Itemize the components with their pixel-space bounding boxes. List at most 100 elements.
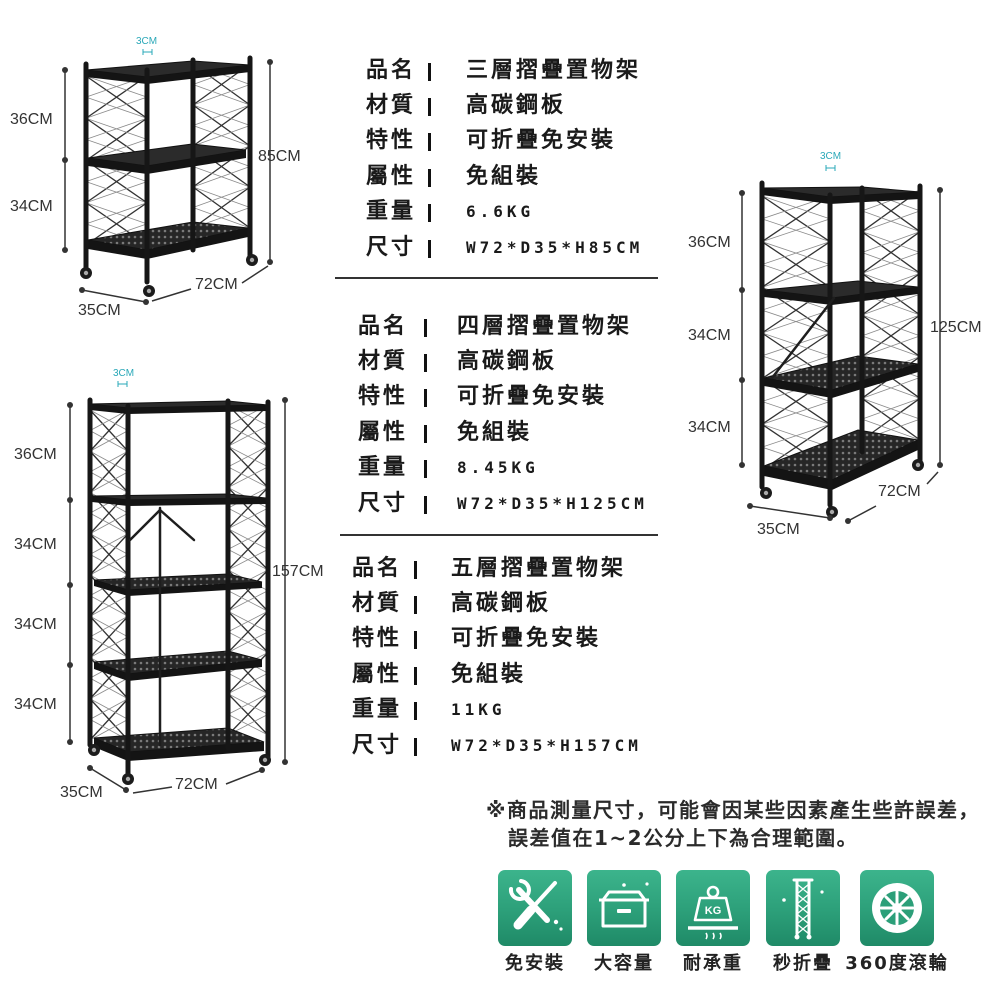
shelf-5-tier-illustration bbox=[87, 397, 271, 785]
shelf-plate-edge bbox=[88, 228, 248, 259]
spec-value: W72*D35*H125CM bbox=[457, 493, 648, 513]
dimension-dot bbox=[937, 462, 943, 468]
weight-icon-text: KG bbox=[705, 905, 722, 917]
spec-table-four-tier: 品名 四層摺疊置物架 材質 高碳鋼板 特性 可折疊免安裝 屬性 免組裝 重量 8… bbox=[358, 309, 678, 521]
spec-label: 材質 bbox=[366, 93, 417, 119]
shelf-plate-edge bbox=[764, 287, 918, 305]
mesh-wire bbox=[861, 252, 921, 274]
mesh-wire bbox=[192, 186, 251, 208]
shelf-plate-edge bbox=[92, 496, 266, 506]
mesh-wire bbox=[85, 181, 148, 204]
spec-label: 品名 bbox=[358, 313, 409, 339]
spec-value: 五層摺疊置物架 bbox=[451, 555, 627, 581]
separator-bar bbox=[424, 389, 427, 408]
spec-row-material: 材質 高碳鋼板 bbox=[352, 586, 672, 621]
mesh-wire bbox=[227, 610, 269, 633]
shelf-plate-edge bbox=[86, 65, 250, 84]
spec-label: 材質 bbox=[358, 349, 409, 375]
pressure-marks bbox=[705, 932, 722, 940]
mesh-wire bbox=[85, 96, 148, 119]
spec-value: 可折疊免安裝 bbox=[457, 384, 608, 410]
weight-body bbox=[693, 896, 733, 922]
side-mesh-panel bbox=[861, 189, 921, 441]
mesh-wire bbox=[85, 202, 148, 246]
caster-hub bbox=[915, 462, 921, 468]
mesh-wire bbox=[761, 241, 831, 265]
spec-value: 四層摺疊置物架 bbox=[457, 313, 633, 339]
spec-row-product-name: 品名 四層摺疊置物架 bbox=[358, 309, 678, 344]
three-tier-height-1: 36CM bbox=[10, 111, 53, 128]
sparkle-dot bbox=[622, 883, 626, 887]
spec-value: 高碳鋼板 bbox=[451, 591, 552, 617]
feature-tile bbox=[587, 870, 661, 946]
sparkle-dot bbox=[782, 898, 786, 902]
feature-load-bearing: KG 耐承重 bbox=[676, 870, 750, 980]
caster-hub bbox=[829, 509, 835, 515]
mesh-wire bbox=[89, 615, 129, 658]
dimension-dot bbox=[267, 59, 273, 65]
shelf-plate-edge bbox=[94, 660, 262, 681]
dimension-dot bbox=[67, 739, 73, 745]
feature-tile bbox=[498, 870, 572, 946]
mesh-wire bbox=[227, 425, 269, 447]
separator-bar bbox=[414, 596, 417, 615]
separator-bar bbox=[424, 460, 427, 479]
caster-hub bbox=[125, 776, 131, 782]
spec-value: 免組裝 bbox=[466, 163, 542, 189]
dimension-line bbox=[749, 505, 831, 519]
mesh-wire bbox=[861, 231, 921, 274]
mesh-wire bbox=[89, 554, 129, 576]
separator-bar bbox=[424, 318, 427, 337]
mesh-wire bbox=[89, 595, 129, 617]
shelf-plate-edge bbox=[764, 440, 918, 490]
dimension-dot bbox=[739, 287, 745, 293]
five-tier-depth: 35CM bbox=[60, 784, 103, 801]
mesh-wire bbox=[192, 166, 251, 188]
spec-label: 重量 bbox=[358, 455, 409, 481]
storage-box-shapes bbox=[599, 890, 649, 928]
mesh-wire bbox=[761, 332, 831, 380]
mesh-wire bbox=[761, 401, 831, 425]
dimension-dot bbox=[143, 299, 149, 305]
mesh-wire bbox=[227, 693, 269, 715]
screwdriver-handle bbox=[513, 905, 536, 930]
spec-value: 免組裝 bbox=[451, 661, 527, 687]
spec-label: 重量 bbox=[352, 697, 403, 723]
screwdriver-shaft bbox=[532, 881, 557, 908]
separator-bar bbox=[424, 424, 427, 443]
feature-tile bbox=[766, 870, 840, 946]
five-tier-height-1: 36CM bbox=[14, 446, 57, 463]
dimension-dot bbox=[67, 497, 73, 503]
mesh-wire bbox=[89, 698, 129, 720]
measurement-note-line-2: 誤差值在1~2公分上下為合理範圍。 bbox=[508, 826, 859, 850]
mesh-wire bbox=[761, 309, 831, 334]
spec-label: 屬性 bbox=[366, 163, 417, 189]
separator-bar bbox=[414, 666, 417, 685]
separator-bar bbox=[414, 702, 417, 721]
mesh-wire bbox=[89, 450, 129, 473]
mesh-wire bbox=[861, 210, 921, 233]
separator-bar bbox=[428, 239, 431, 258]
storage-box-icon bbox=[599, 882, 649, 928]
dimension-dot bbox=[123, 787, 129, 793]
wheel-icon bbox=[872, 883, 922, 933]
side-mesh-panel bbox=[761, 195, 831, 471]
mesh-wire bbox=[85, 75, 148, 119]
section-divider bbox=[335, 277, 658, 279]
mesh-wire bbox=[192, 84, 251, 106]
separator-bar bbox=[428, 133, 431, 152]
dimension-dot bbox=[62, 157, 68, 163]
dimension-dot bbox=[739, 377, 745, 383]
spec-value: 可折疊免安裝 bbox=[451, 626, 602, 652]
dimension-line bbox=[151, 288, 192, 302]
dimension-dot bbox=[739, 190, 745, 196]
mesh-wire bbox=[192, 104, 251, 147]
spec-label: 品名 bbox=[352, 555, 403, 581]
mesh-wire bbox=[227, 569, 269, 612]
four-tier-height-3: 34CM bbox=[688, 419, 731, 436]
box-body bbox=[601, 898, 647, 928]
feature-label: 360度滾輪 bbox=[845, 953, 949, 974]
measurement-note-line-1: ※商品測量尺寸，可能會因某些因素產生些許誤差， bbox=[486, 798, 980, 822]
mesh-wire bbox=[89, 409, 129, 431]
